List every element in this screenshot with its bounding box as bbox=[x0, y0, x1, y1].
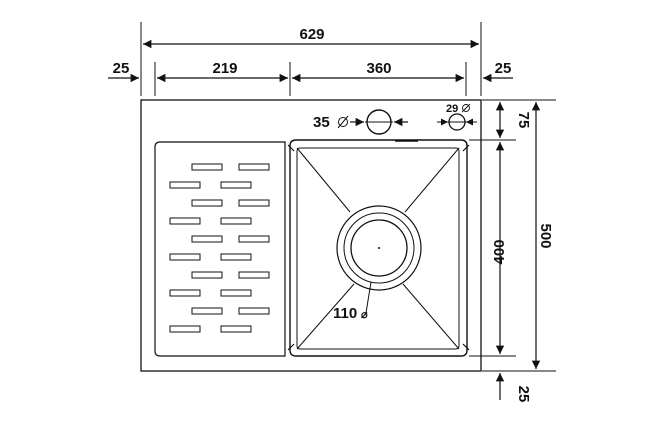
top-margin-label: 75 bbox=[515, 112, 532, 129]
dim-overall-width: 629 bbox=[140, 22, 482, 96]
bottom-margin-label: 25 bbox=[515, 386, 532, 403]
bowl-depth-label: 400 bbox=[491, 239, 508, 264]
diameter-symbol-drain: ⌀ bbox=[361, 309, 368, 321]
drain-diameter-label: 110 bbox=[333, 305, 357, 322]
drain: 110 ⌀ bbox=[333, 205, 422, 322]
bowl-width-label: 360 bbox=[366, 60, 391, 77]
dim-row-2: 25 219 360 25 bbox=[108, 60, 513, 96]
drainboard-width-label: 219 bbox=[212, 60, 237, 77]
sink-outline bbox=[140, 99, 482, 372]
overall-width-label: 629 bbox=[299, 26, 324, 43]
drain-slots bbox=[169, 163, 270, 333]
bowl bbox=[287, 139, 470, 357]
right-margin-label: 25 bbox=[495, 60, 512, 77]
faucet-hole-label: 35 bbox=[313, 114, 330, 131]
drainboard bbox=[154, 141, 286, 357]
dim-vertical: 75 400 25 500 bbox=[469, 99, 556, 403]
left-margin-label: 25 bbox=[113, 60, 130, 77]
faucet-hole: 35 bbox=[313, 109, 408, 135]
small-hole-label: 29 bbox=[446, 103, 458, 115]
small-hole: 29 bbox=[437, 103, 477, 131]
overall-depth-label: 500 bbox=[537, 223, 554, 248]
